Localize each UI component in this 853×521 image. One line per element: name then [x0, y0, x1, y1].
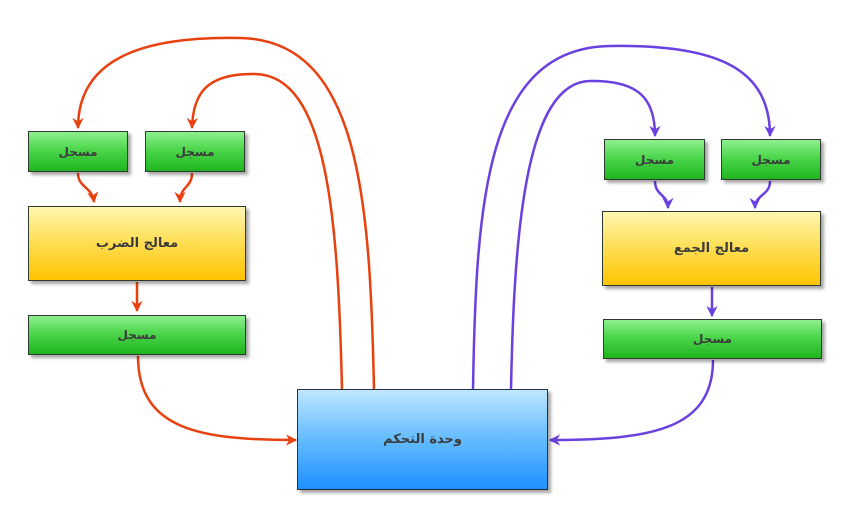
wire-left-reg-2-to-mult [174, 172, 194, 204]
wire-control-to-right-reg-1 [509, 79, 661, 391]
right-register-2: مسجل [721, 139, 821, 180]
wire-right-reg-2-to-add [749, 180, 772, 210]
multiply-processor-label: معالج الضرب [95, 236, 179, 251]
wire-right-reg-1-to-add [653, 180, 674, 210]
add-processor-label: معالج الجمع [673, 241, 750, 256]
left-register-2-label: مسجل [175, 144, 215, 159]
multiply-processor: معالج الضرب [28, 206, 246, 281]
right-register-1-label: مسجل [635, 152, 674, 167]
wire-left-reg-1-to-mult [76, 172, 99, 204]
right-output-register: مسجل [603, 319, 822, 359]
right-output-register-label: مسجل [693, 332, 732, 346]
left-output-register-label: مسجل [117, 328, 157, 342]
left-register-2: مسجل [145, 131, 245, 172]
left-output-register: مسجل [28, 315, 246, 355]
left-register-1-label: مسجل [58, 144, 98, 159]
wire-control-to-left-reg-1 [72, 36, 376, 391]
left-register-1: مسجل [28, 131, 128, 172]
wire-control-to-left-reg-2 [186, 72, 344, 391]
control-unit: وحدة التحكم [297, 389, 548, 490]
right-register-2-label: مسجل [751, 152, 791, 167]
wire-control-to-right-reg-2 [471, 44, 776, 391]
right-register-1: مسجل [604, 139, 705, 180]
wire-right-out-to-control [548, 359, 715, 446]
add-processor: معالج الجمع [602, 211, 821, 286]
wire-left-out-to-control [136, 355, 298, 446]
control-unit-label: وحدة التحكم [383, 432, 462, 447]
